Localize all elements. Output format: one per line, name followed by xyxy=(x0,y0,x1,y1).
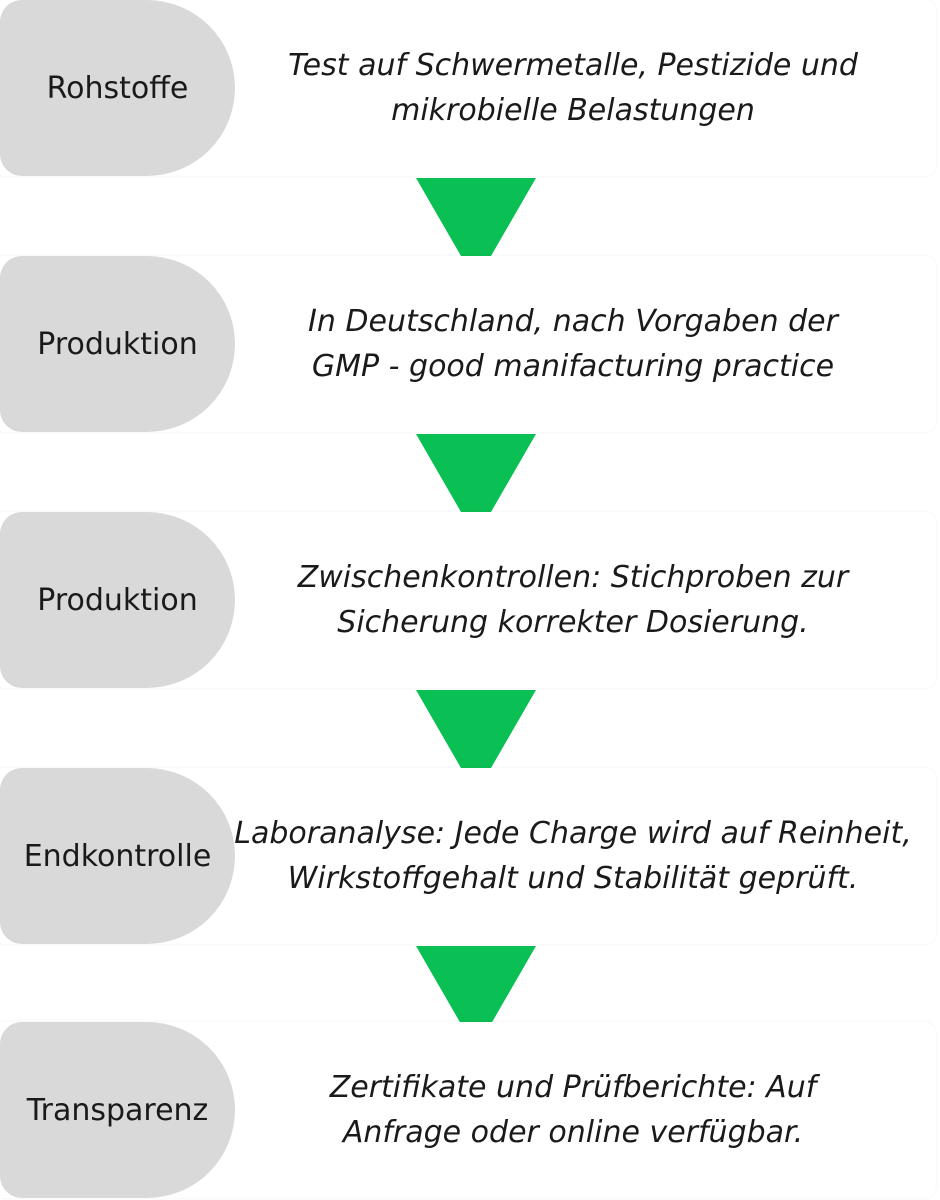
step-endkontrolle: Endkontrolle Laboranalyse: Jede Charge w… xyxy=(0,768,940,946)
step-label-produktion-2: Produktion xyxy=(0,512,235,688)
step-description: Zwischenkontrollen: Stichproben zur Sich… xyxy=(250,512,896,688)
step-rohstoffe: Rohstoffe Test auf Schwermetalle, Pestiz… xyxy=(0,0,940,178)
step-description: Laboranalyse: Jede Charge wird auf Reinh… xyxy=(234,768,912,944)
step-transparenz: Transparenz Zertifikate und Prüfberichte… xyxy=(0,1022,940,1200)
step-label-transparenz: Transparenz xyxy=(0,1022,235,1198)
step-description-line: Laboranalyse: Jede Charge wird auf Reinh… xyxy=(234,816,912,851)
step-label-produktion: Produktion xyxy=(0,256,235,432)
step-description-line: GMP - good manifacturing practice xyxy=(311,349,835,384)
step-label-rohstoffe: Rohstoffe xyxy=(0,0,235,176)
step-description-line: Zwischenkontrollen: Stichproben zur xyxy=(297,560,849,595)
step-produktion: Produktion In Deutschland, nach Vorgaben… xyxy=(0,256,940,434)
step-description-line: mikrobielle Belastungen xyxy=(391,93,755,128)
step-description-line: In Deutschland, nach Vorgaben der xyxy=(308,304,838,339)
step-description: Test auf Schwermetalle, Pestizide und mi… xyxy=(250,0,896,176)
step-produktion-kontrolle: Produktion Zwischenkontrollen: Stichprob… xyxy=(0,512,940,690)
step-description-line: Anfrage oder online verfügbar. xyxy=(342,1115,804,1150)
step-description: Zertifikate und Prüfberichte: Auf Anfrag… xyxy=(250,1022,896,1198)
step-description-line: Zertifikate und Prüfberichte: Auf xyxy=(329,1070,817,1105)
step-description-line: Wirkstoffgehalt und Stabilität geprüft. xyxy=(287,861,859,896)
step-description-line: Test auf Schwermetalle, Pestizide und xyxy=(288,48,858,83)
step-description: In Deutschland, nach Vorgaben der GMP - … xyxy=(250,256,896,432)
step-description-line: Sicherung korrekter Dosierung. xyxy=(337,605,809,640)
step-label-endkontrolle: Endkontrolle xyxy=(0,768,235,944)
